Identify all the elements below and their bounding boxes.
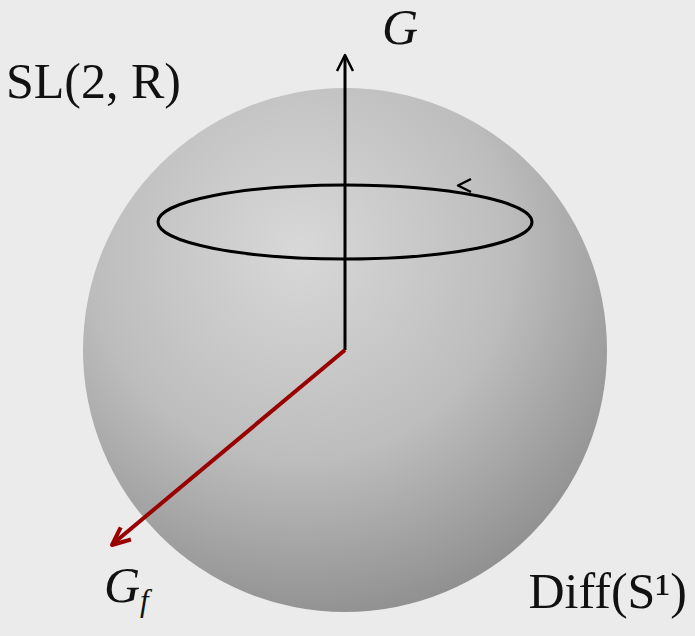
axis-arrowhead	[337, 55, 353, 71]
group-label: Diff(S¹)	[529, 566, 688, 616]
axis-line	[344, 57, 347, 350]
red-vector	[115, 350, 345, 542]
axis-label: G	[382, 2, 418, 52]
orbit-arrowhead	[458, 179, 471, 192]
vector-label: Gf	[104, 560, 149, 610]
red-arrowhead	[112, 527, 131, 545]
group-label: SL(2, R)	[6, 56, 181, 106]
